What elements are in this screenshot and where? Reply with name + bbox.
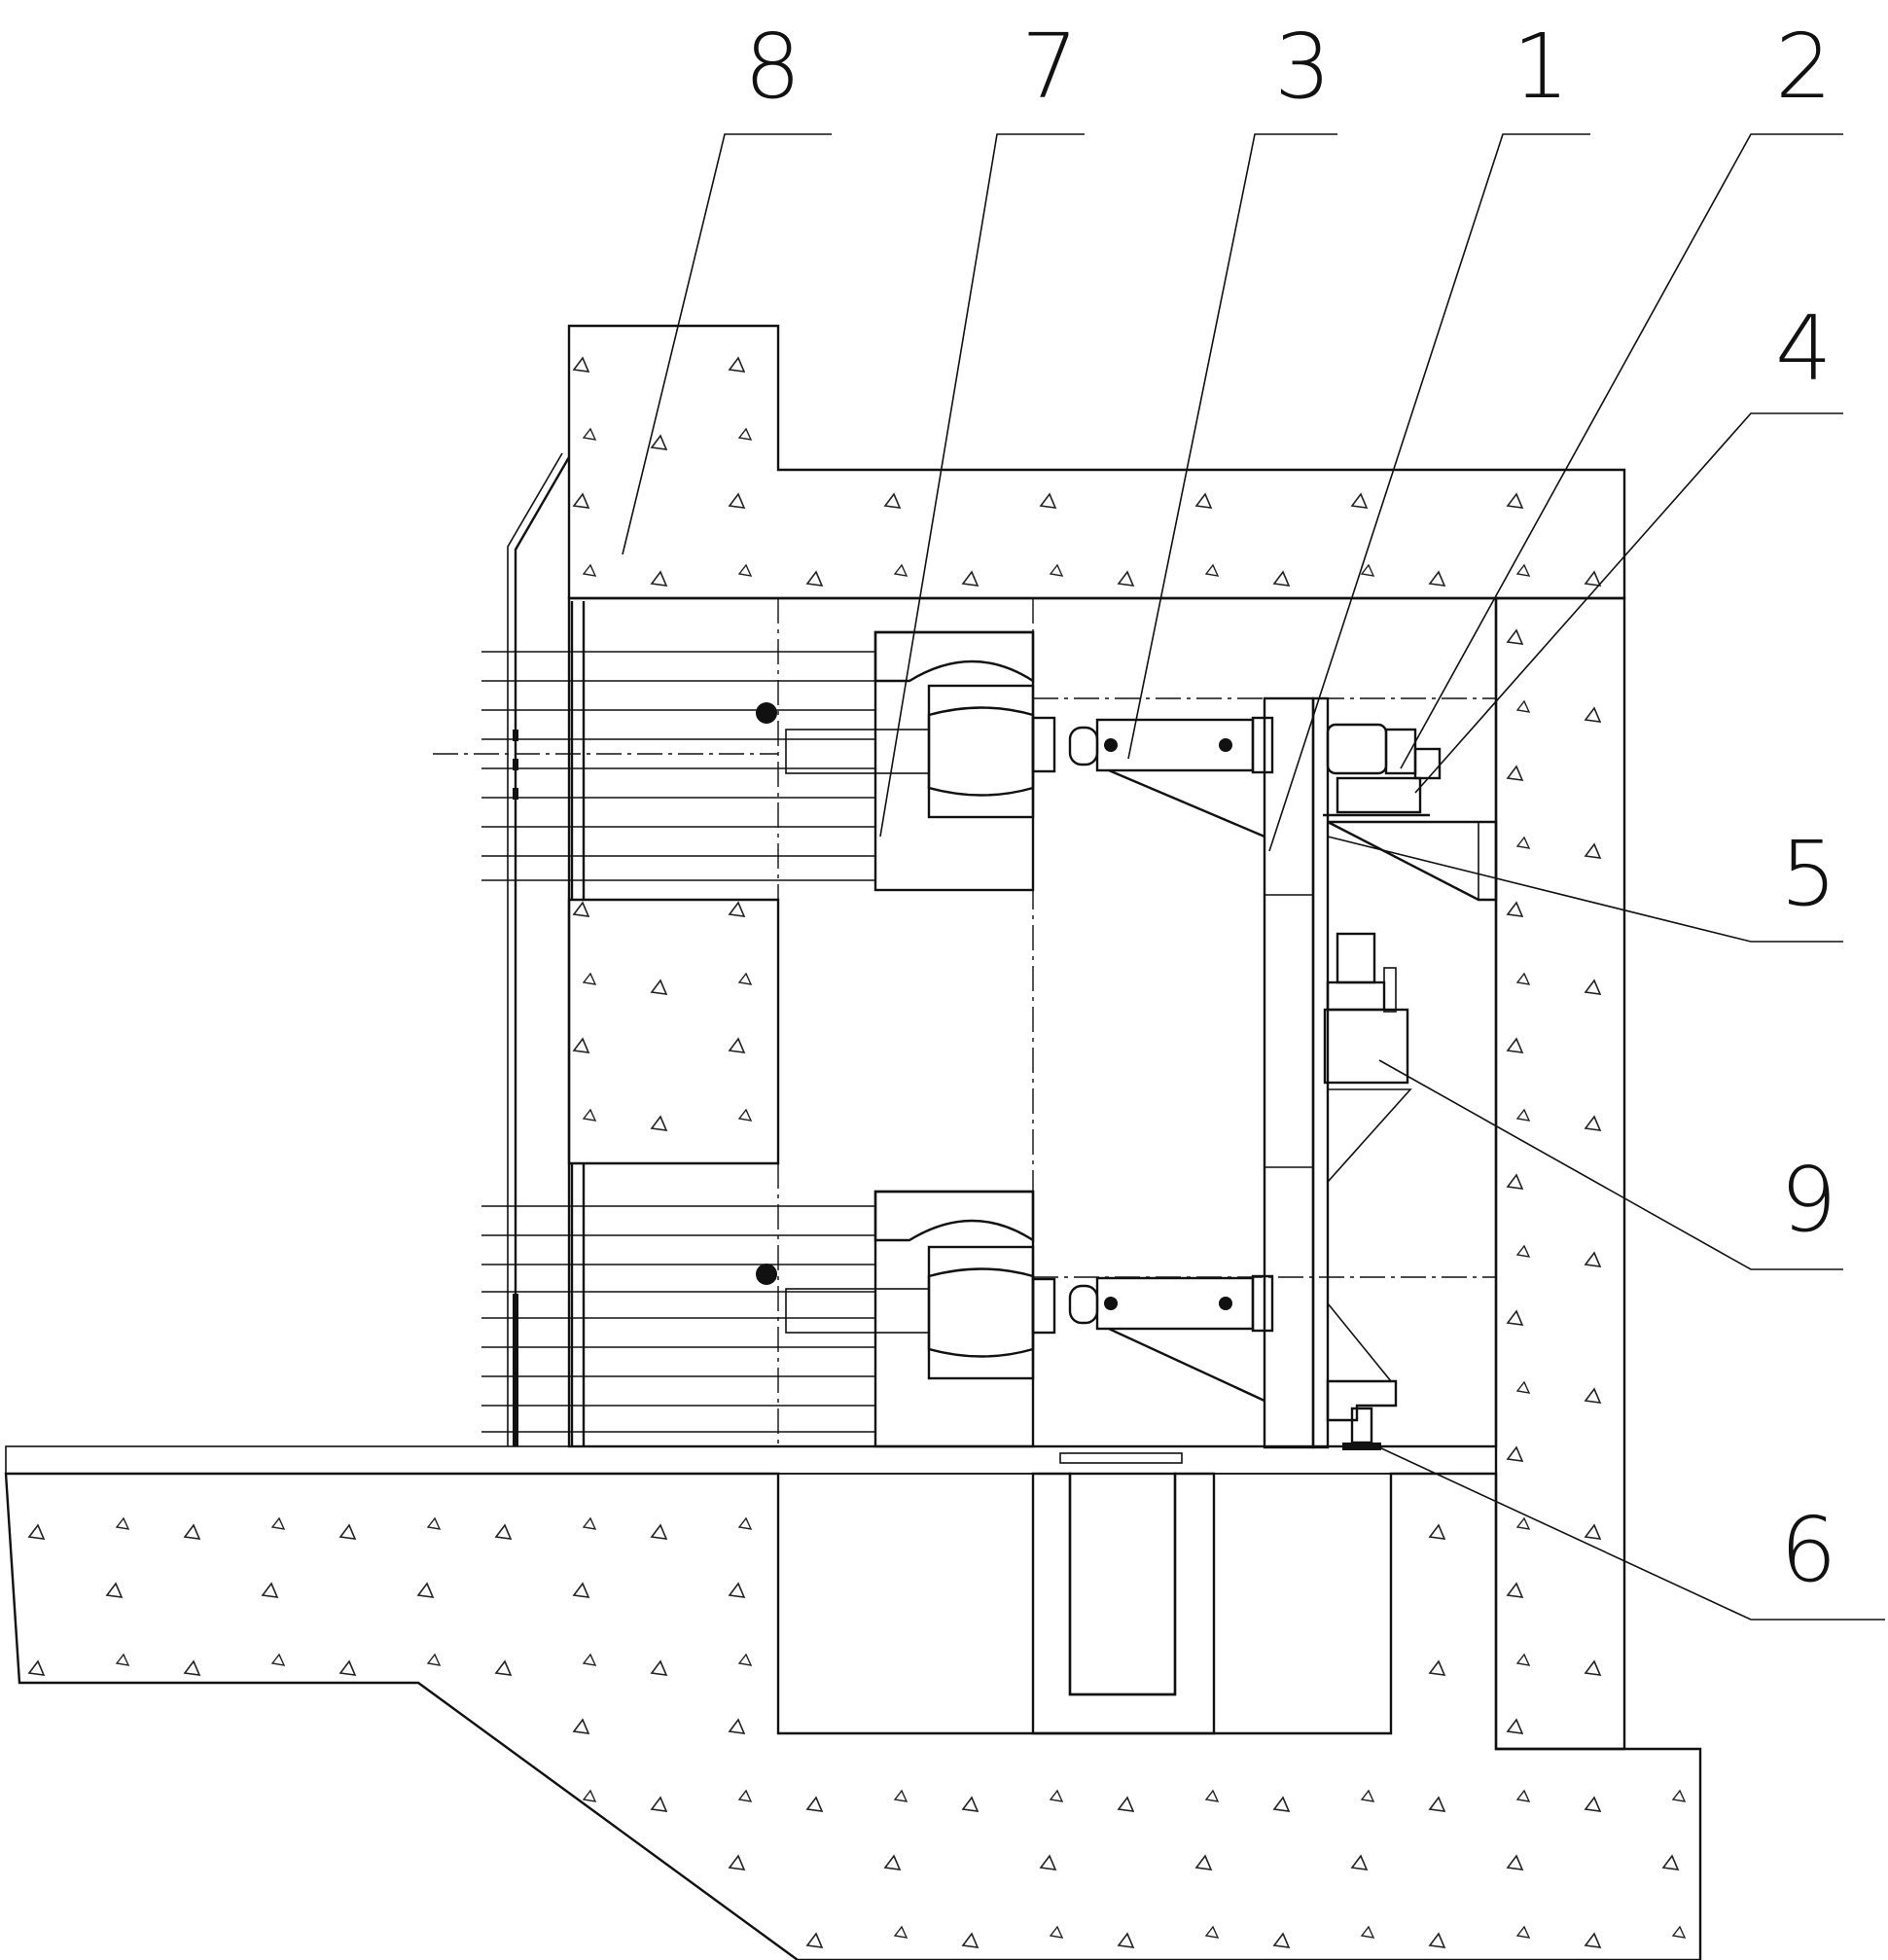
buffer-unit-upper [756,630,1056,892]
label-7: 7 [1021,15,1079,119]
label-8: 8 [744,15,802,119]
pump-station [1323,932,1409,1085]
leader-lines [622,133,1885,1621]
label-2: 2 [1775,15,1833,119]
label-9: 9 [1780,1148,1837,1252]
upper-rods [481,651,875,881]
label-3: 3 [1274,15,1332,119]
label-1: 1 [1513,15,1570,119]
label-4: 4 [1775,297,1833,401]
lower-rods [481,1205,875,1433]
left-pipe [507,452,571,1446]
bracket [1327,820,1498,902]
label-6: 6 [1780,1498,1837,1602]
concrete-structure [4,324,1702,1960]
buffer-unit-lower [756,1190,1056,1448]
cylinder-lower [1068,1274,1274,1403]
guide-rod-assembly-upper [433,601,875,900]
label-5: 5 [1780,822,1837,926]
bottom-guide [1059,1407,1381,1464]
main-frame [1263,696,1412,1449]
drive-unit [1323,723,1442,817]
cylinder-upper [1068,716,1274,838]
callout-labels: 8 7 3 1 2 4 5 9 6 [744,15,1837,1602]
guide-rod-assembly-lower [481,1163,875,1446]
